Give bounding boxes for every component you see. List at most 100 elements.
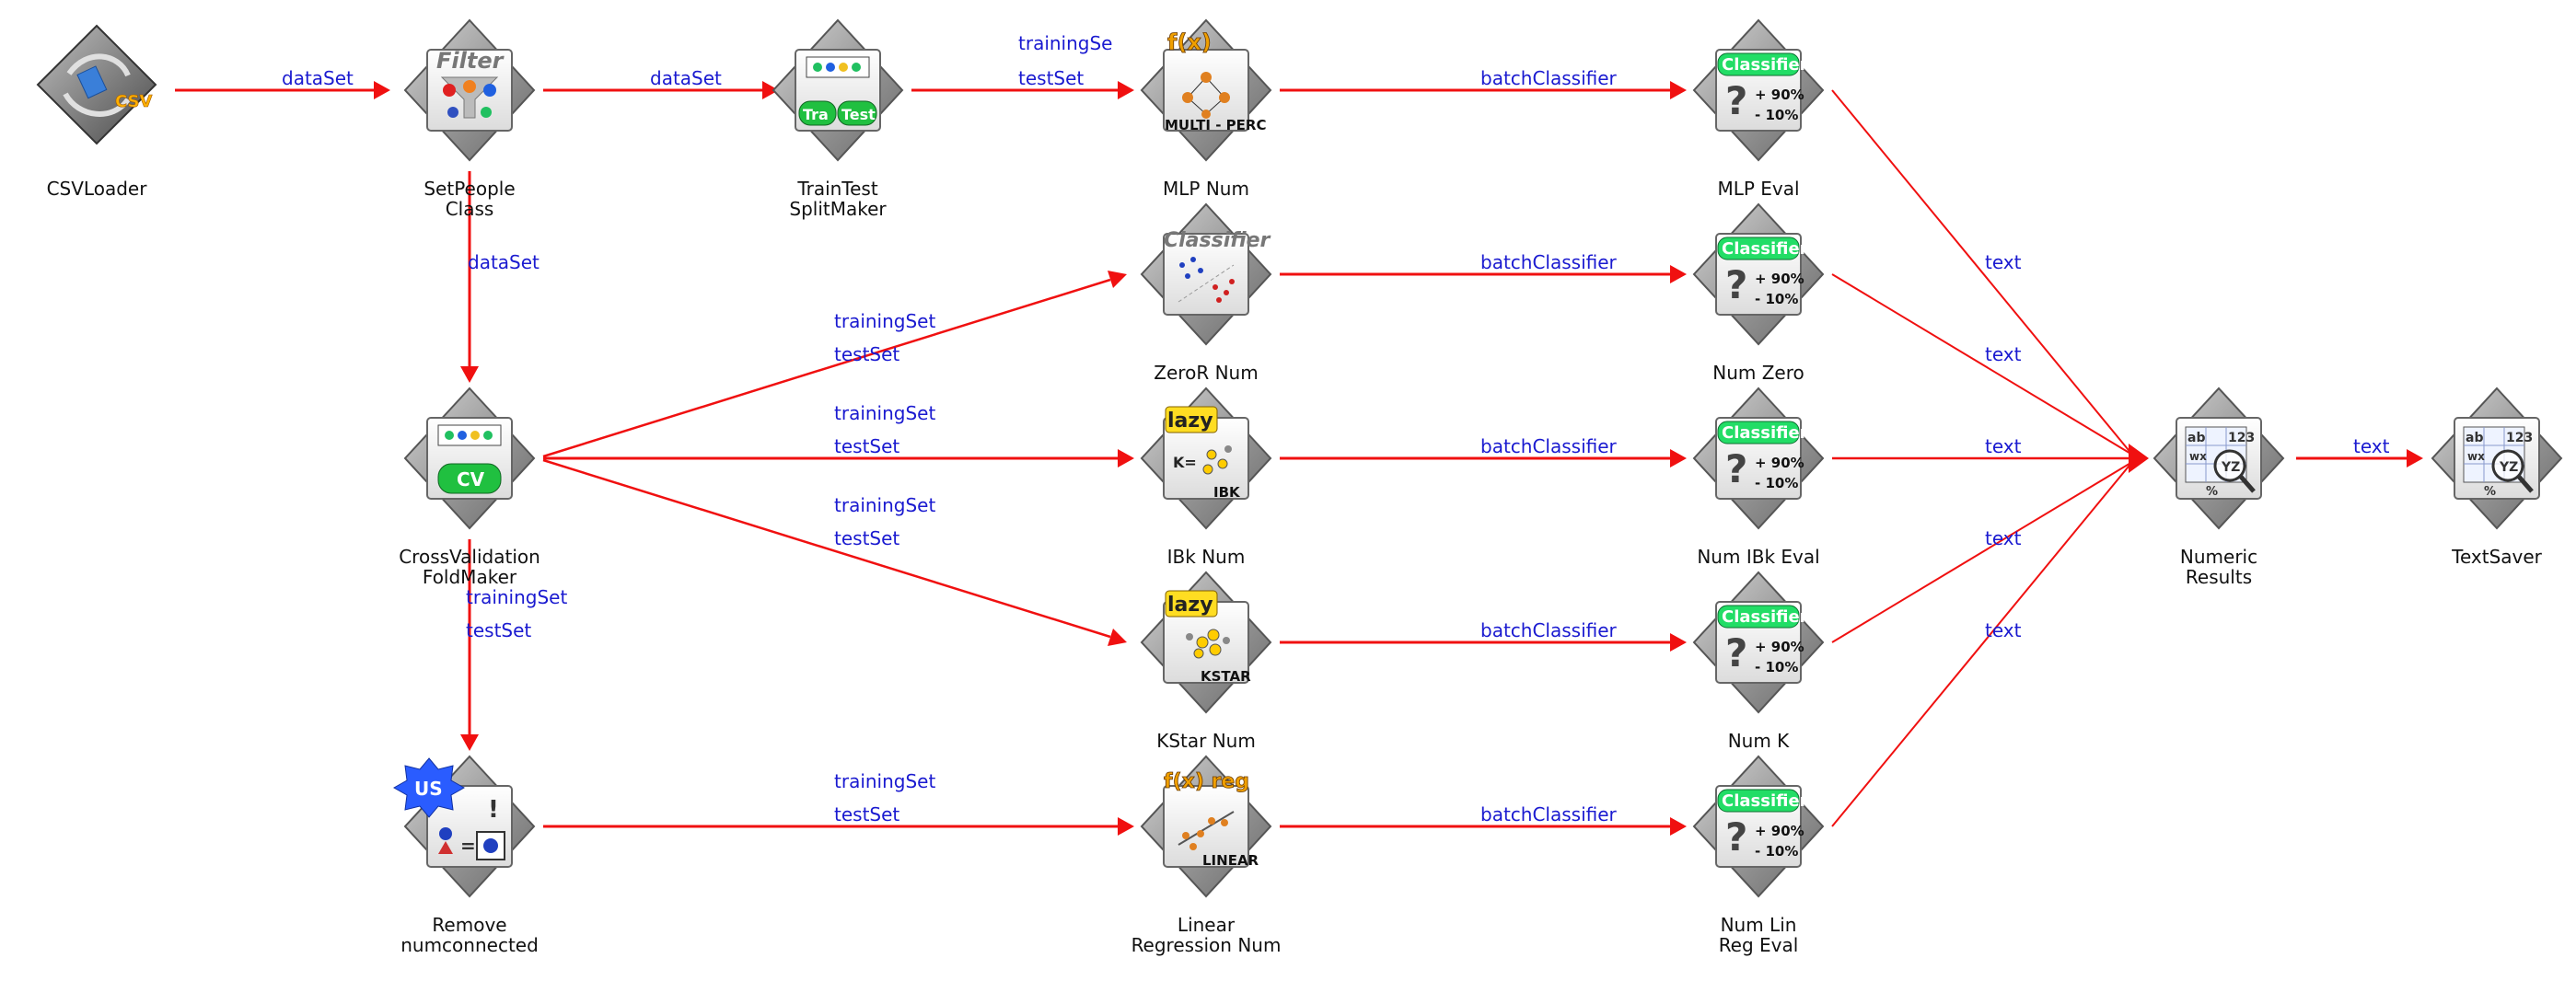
node-traintest[interactable]: Tra Test TrainTest SplitMaker — [772, 18, 904, 220]
svg-text:Test: Test — [841, 106, 876, 123]
connection-numk-numeric[interactable] — [1831, 461, 2133, 643]
connection-label: batchClassifier — [1480, 619, 1618, 641]
connection-label: text — [1985, 527, 2022, 549]
arrowhead-numeric-results — [2129, 444, 2149, 473]
node-ibknum[interactable]: lazy K= IBK IBk Num — [1140, 387, 1272, 568]
lazy-ibk-icon: lazy K= IBK — [1163, 406, 1249, 501]
svg-text:?: ? — [1725, 446, 1747, 491]
connection-label: testSet — [466, 619, 531, 641]
node-label: SplitMaker — [789, 198, 887, 220]
node-zeror[interactable]: Classifier ZeroR Num — [1140, 202, 1272, 384]
svg-text:+ 90%: + 90% — [1755, 271, 1804, 287]
node-label: TextSaver — [2451, 546, 2543, 568]
svg-text:YZ: YZ — [2221, 460, 2240, 475]
connection-zeror-numzero[interactable]: batchClassifier — [1280, 251, 1687, 283]
connection-crossval-zeror[interactable]: trainingSet testSet — [542, 271, 1127, 458]
svg-text:Classifier: Classifier — [1722, 239, 1808, 259]
node-textsaver[interactable]: ab 123 wx YZ % TextSaver — [2431, 387, 2563, 568]
svg-text:- 10%: - 10% — [1755, 291, 1798, 307]
connection-remove-linreg[interactable]: trainingSet testSet — [543, 770, 1134, 836]
node-label: FoldMaker — [423, 566, 517, 588]
svg-text:MULTI - PERC: MULTI - PERC — [1165, 117, 1266, 133]
node-label: TrainTest — [796, 178, 878, 200]
node-kstarnum[interactable]: lazy KSTAR KStar Num — [1140, 571, 1272, 752]
train-test-split-icon: Tra Test — [795, 49, 881, 132]
classifier-evaluator-icon: Classifier ? + 90% - 10% — [1715, 49, 1808, 132]
connection-mlpeval-numeric[interactable] — [1831, 89, 2133, 456]
node-label: Reg Eval — [1719, 934, 1799, 956]
connection-csvloader-setpeople[interactable]: dataSet — [175, 67, 390, 99]
connection-label: dataSet — [650, 67, 722, 89]
node-crossval[interactable]: CV CrossValidation FoldMaker — [399, 387, 540, 588]
svg-text:- 10%: - 10% — [1755, 843, 1798, 860]
svg-text:+ 90%: + 90% — [1755, 823, 1804, 839]
svg-text:CSV: CSV — [115, 92, 153, 111]
connection-label: testSet — [1018, 67, 1084, 89]
svg-text:ab: ab — [2466, 431, 2483, 445]
node-csvloader[interactable]: CSV CSVLoader — [36, 24, 157, 200]
connection-label: batchClassifier — [1480, 251, 1618, 273]
connection-crossval-kstar[interactable]: trainingSet testSet — [542, 458, 1127, 646]
svg-text:CV: CV — [457, 468, 485, 490]
svg-text:+ 90%: + 90% — [1755, 87, 1804, 103]
node-label: Num Zero — [1712, 362, 1804, 384]
text-viewer-icon: ab 123 wx YZ % — [2176, 417, 2262, 500]
svg-text:Classifier: Classifier — [1164, 229, 1271, 252]
connection-numlin-numeric[interactable] — [1831, 461, 2133, 827]
connection-ibknum-numibk[interactable]: batchClassifier — [1280, 435, 1687, 467]
connection-numzero-numeric[interactable] — [1831, 273, 2133, 456]
connection-label: batchClassifier — [1480, 435, 1618, 457]
node-label: Numeric — [2180, 546, 2257, 568]
node-label: CSVLoader — [47, 178, 148, 200]
svg-text:123: 123 — [2506, 431, 2533, 445]
lazy-kstar-icon: lazy KSTAR — [1163, 590, 1251, 685]
svg-text:KSTAR: KSTAR — [1201, 668, 1251, 685]
svg-text:LINEAR: LINEAR — [1202, 852, 1259, 869]
svg-text:Classifier: Classifier — [1722, 791, 1808, 811]
connection-numeric-textsaver[interactable]: text — [2296, 435, 2423, 467]
svg-text:f(x) reg: f(x) reg — [1164, 770, 1249, 793]
node-label: Regression Num — [1131, 934, 1282, 956]
connection-label: trainingSet — [466, 586, 567, 608]
node-linreg[interactable]: f(x) reg LINEAR Linear Regression Num — [1131, 755, 1282, 956]
connection-label: text — [1985, 251, 2022, 273]
connection-label: testSet — [834, 803, 899, 825]
connection-label: testSet — [834, 435, 899, 457]
node-mlpnum[interactable]: f(x) MULTI - PERC MLP Num — [1140, 18, 1272, 200]
connection-kstar-numk[interactable]: batchClassifier — [1280, 619, 1687, 652]
svg-text:f(x): f(x) — [1167, 29, 1212, 55]
connection-label: text — [1985, 435, 2022, 457]
svg-text:=: = — [460, 835, 476, 857]
connection-label: testSet — [834, 343, 899, 365]
connection-mlpnum-mlpeval[interactable]: batchClassifier — [1280, 67, 1687, 99]
node-label: Results — [2186, 566, 2252, 588]
connection-setpeople-crossval[interactable]: dataSet — [460, 171, 540, 383]
connection-crossval-remove[interactable]: trainingSet testSet — [460, 539, 567, 751]
connection-crossval-ibknum[interactable]: trainingSet testSet — [543, 402, 1134, 467]
svg-text:wx: wx — [2467, 450, 2485, 463]
node-mlpeval[interactable]: Classifier ? + 90% - 10% MLP Eval — [1692, 18, 1825, 200]
connection-traintest-mlpnum[interactable]: trainingSe testSet — [911, 32, 1134, 99]
svg-text:Classifier: Classifier — [1722, 423, 1808, 443]
classifier-evaluator-icon: Classifier ? + 90% - 10% — [1715, 233, 1808, 316]
connection-layer: dataSet dataSet trainingSe testSet batch… — [175, 32, 2423, 836]
svg-text:lazy: lazy — [1167, 410, 1213, 433]
node-label: Num K — [1728, 730, 1790, 752]
svg-text:- 10%: - 10% — [1755, 107, 1798, 123]
node-numeric-results[interactable]: ab 123 wx YZ % Numeric Results — [2152, 387, 2285, 588]
connection-setpeople-traintest[interactable]: dataSet — [543, 67, 779, 99]
svg-text:lazy: lazy — [1167, 594, 1213, 617]
csv-loader-icon: CSV — [36, 24, 157, 145]
node-remove[interactable]: US ! = Remove numconnected — [392, 755, 539, 956]
connection-label: dataSet — [282, 67, 354, 89]
node-label: Num Lin — [1721, 914, 1797, 936]
node-numibk[interactable]: Classifier ? + 90% - 10% Num IBk Eval — [1692, 387, 1825, 568]
node-numk[interactable]: Classifier ? + 90% - 10% Num K — [1692, 571, 1825, 752]
cross-validation-icon: CV — [426, 417, 513, 500]
connection-linreg-numlin[interactable]: batchClassifier — [1280, 803, 1687, 836]
node-numzero[interactable]: Classifier ? + 90% - 10% Num Zero — [1692, 202, 1825, 384]
node-label: SetPeople — [424, 178, 515, 200]
node-setpeople[interactable]: Filter SetPeople Class — [403, 18, 536, 220]
node-numlin[interactable]: Classifier ? + 90% - 10% Num Lin Reg Eva… — [1692, 755, 1825, 956]
